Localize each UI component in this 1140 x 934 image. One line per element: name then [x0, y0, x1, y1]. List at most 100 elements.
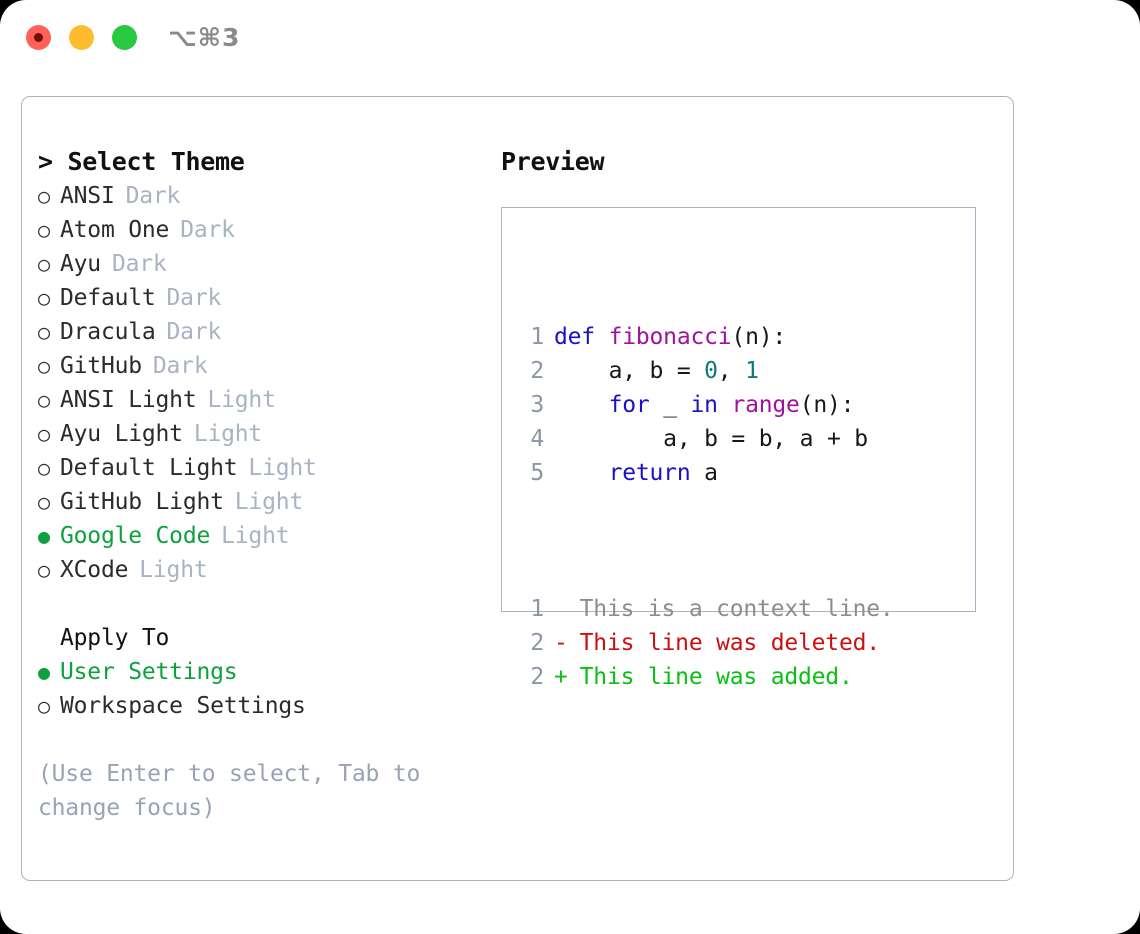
radio-unselected-icon: ○	[38, 252, 50, 276]
radio-unselected-icon: ○	[38, 388, 50, 412]
maximize-button[interactable]	[112, 25, 137, 50]
theme-option-tag: Light	[234, 489, 304, 515]
diff-line-del: 2- This line was deleted.	[520, 626, 894, 660]
code-token: range	[731, 392, 800, 418]
theme-option-atom-one[interactable]: ○ Atom One Dark	[38, 213, 478, 247]
theme-option-label: ANSI Light	[60, 387, 197, 413]
radio-unselected-icon: ○	[38, 184, 50, 208]
minimize-button[interactable]	[69, 25, 94, 50]
apply-to-heading: ○ Apply To	[38, 621, 478, 655]
code-token: a, b =	[554, 358, 705, 384]
line-number: 4	[530, 426, 544, 452]
theme-option-xcode[interactable]: ○ XCode Light	[38, 553, 478, 587]
theme-option-tag: Dark	[111, 251, 167, 277]
theme-option-label: GitHub Light	[60, 489, 224, 515]
keyboard-shortcut-label: ⌥⌘3	[168, 23, 241, 52]
code-line: 5 return a	[520, 456, 894, 490]
diff-line-text: This line was added.	[566, 664, 853, 690]
diff-lines: 1 This is a context line.2- This line wa…	[520, 592, 894, 694]
theme-option-label: Dracula	[60, 319, 156, 345]
close-button[interactable]	[26, 25, 51, 50]
code-token	[718, 392, 732, 418]
diff-line-text: This is a context line.	[566, 596, 894, 622]
code-token: def	[554, 324, 609, 350]
radio-unselected-icon: ○	[38, 558, 50, 582]
code-token: a, b = b, a + b	[554, 426, 868, 452]
theme-option-tag: Dark	[152, 353, 208, 379]
theme-option-tag: Dark	[166, 319, 222, 345]
theme-option-label: GitHub	[60, 353, 142, 379]
theme-option-label: ANSI	[60, 183, 115, 209]
theme-option-tag: Light	[221, 523, 290, 549]
theme-option-tag: Light	[139, 557, 208, 583]
apply-to-option-label: User Settings	[60, 659, 238, 685]
radio-unselected-icon: ○	[38, 286, 50, 310]
list-spacer	[38, 587, 478, 621]
theme-option-label: Ayu	[60, 251, 101, 277]
theme-option-default[interactable]: ○ Default Dark	[38, 281, 478, 315]
theme-option-label: Google Code	[60, 523, 211, 549]
radio-unselected-icon: ○	[38, 422, 50, 446]
diff-marker-icon: +	[554, 664, 568, 690]
theme-option-label: Atom One	[60, 217, 170, 243]
line-number: 2	[530, 664, 544, 690]
diff-line-text: This line was deleted.	[566, 630, 880, 656]
keyboard-hint-text: (Use Enter to select, Tab to change focu…	[38, 761, 421, 821]
theme-option-tag: Dark	[166, 285, 222, 311]
radio-unselected-icon: ○	[38, 218, 50, 242]
code-token: return	[608, 460, 691, 486]
code-token: _	[649, 392, 691, 418]
diff-line-body: + This line was added.	[554, 664, 853, 690]
line-number: 2	[530, 630, 544, 656]
theme-option-tag: Light	[248, 455, 317, 481]
theme-option-tag: Light	[193, 421, 263, 447]
theme-option-tag: Dark	[125, 183, 181, 209]
code-token	[554, 392, 609, 418]
apply-to-option-workspace-settings[interactable]: ○ Workspace Settings	[38, 689, 478, 723]
diff-line-ctx: 1 This is a context line.	[520, 592, 894, 626]
code-line: 3 for _ in range(n):	[520, 388, 894, 422]
radio-unselected-icon: ○	[38, 694, 50, 718]
apply-to-label: Apply To	[60, 625, 170, 651]
line-number: 2	[530, 358, 544, 384]
diff-marker-icon	[554, 592, 566, 626]
apply-to-option-label: Workspace Settings	[60, 693, 306, 719]
diff-line-add: 2 + This line was added.	[520, 660, 894, 694]
code-token: 0	[704, 358, 718, 384]
theme-option-ansi[interactable]: ○ ANSI Dark	[38, 179, 478, 213]
code-token: a	[690, 460, 718, 486]
theme-option-github[interactable]: ○ GitHub Dark	[38, 349, 478, 383]
theme-option-tag: Dark	[180, 217, 235, 243]
radio-unselected-icon: ○	[38, 354, 50, 378]
code-token: fibonacci	[608, 324, 732, 350]
code-line: 1 def fibonacci(n):	[520, 320, 894, 354]
code-token: for	[608, 392, 650, 418]
code-token: 1	[745, 358, 759, 384]
diff-line-body: This is a context line.	[554, 596, 894, 622]
theme-option-ayu[interactable]: ○ Ayu Dark	[38, 247, 478, 281]
theme-option-dracula[interactable]: ○ Dracula Dark	[38, 315, 478, 349]
apply-to-option-user-settings[interactable]: ● User Settings	[38, 655, 478, 689]
title-bar: ⌥⌘3	[0, 0, 1140, 78]
theme-option-label: Default Light	[60, 455, 238, 481]
code-token: in	[690, 392, 718, 418]
code-token	[554, 460, 609, 486]
theme-option-label: Default	[60, 285, 156, 311]
radio-selected-icon: ●	[38, 660, 50, 684]
theme-option-label: XCode	[60, 557, 129, 583]
radio-unselected-icon: ○	[38, 320, 50, 344]
code-token: (n):	[799, 392, 855, 418]
code-token: (n):	[731, 324, 787, 350]
page-title: > Select Theme	[38, 147, 245, 176]
line-number: 1	[530, 324, 544, 350]
code-line: 2 a, b = 0, 1	[520, 354, 894, 388]
